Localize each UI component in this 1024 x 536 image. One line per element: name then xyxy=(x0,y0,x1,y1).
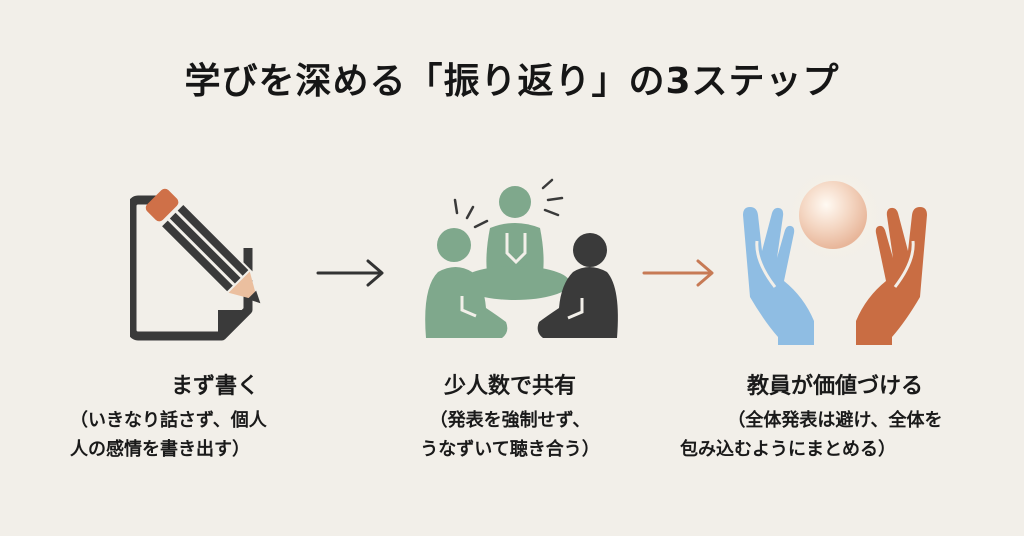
pencil-note-icon xyxy=(130,188,261,341)
step-3-description-line1: （全体発表は避け、全体を xyxy=(727,410,943,431)
group-sitting-icon xyxy=(425,178,618,338)
step-3-heading: 教員が価値づける xyxy=(746,374,923,399)
step-1-caption: まず書く （いきなり話さず、個人 人の感情を書き出す） xyxy=(70,372,360,464)
step-2-description-line1: （発表を強制せず、 xyxy=(429,410,591,431)
hands-holding-orb-icon xyxy=(743,175,927,345)
step-2-description-line2: うなずいて聴き合う） xyxy=(420,439,600,460)
page-title: 学びを深める「振り返り」の3ステップ xyxy=(184,61,840,102)
step-2-caption: 少人数で共有 （発表を強制せず、 うなずいて聴き合う） xyxy=(385,372,635,464)
step-1-heading: まず書く xyxy=(170,374,259,399)
arrow-right-icon xyxy=(642,259,714,287)
step-2-heading: 少人数で共有 xyxy=(443,374,576,399)
step-1-description-line1: （いきなり話さず、個人 xyxy=(70,410,267,431)
step-3-description-line2: 包み込むようにまとめる） xyxy=(680,439,896,460)
arrow-right-icon xyxy=(316,259,384,287)
step-3-caption: 教員が価値づける （全体発表は避け、全体を 包み込むようにまとめる） xyxy=(680,372,990,464)
step-1-description-line2: 人の感情を書き出す） xyxy=(70,439,250,460)
